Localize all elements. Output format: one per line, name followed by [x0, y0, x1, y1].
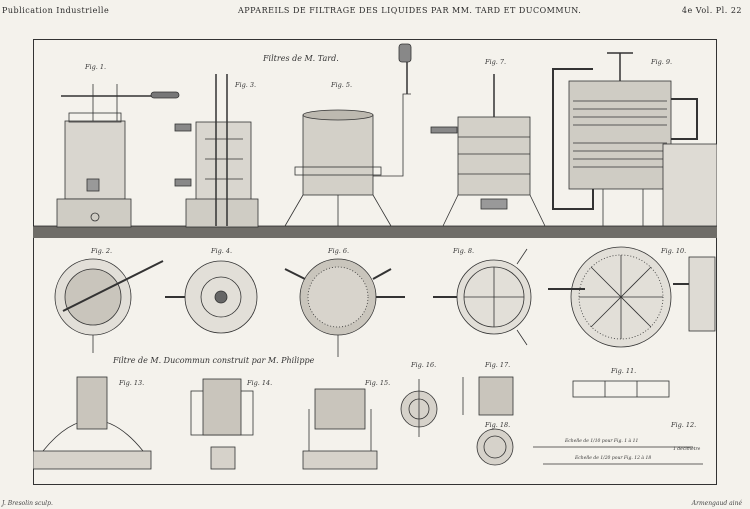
- label-fig3: Fig. 3.: [234, 81, 256, 89]
- header-left: Publication Industrielle: [2, 6, 110, 15]
- label-fig14: Fig. 14.: [246, 379, 272, 387]
- label-fig2: Fig. 2.: [90, 247, 112, 255]
- label-fig6: Fig. 6.: [327, 247, 349, 255]
- fig18-drawing: [476, 428, 514, 466]
- plate-frame: [33, 39, 717, 485]
- label-fig16: Fig. 16.: [410, 361, 436, 369]
- scale-label-b: Echelle de 1/20 pour Fig. 12 à 18: [574, 454, 651, 461]
- fig15-drawing: [302, 388, 378, 470]
- fig9-drawing: [552, 52, 717, 227]
- label-fig18: Fig. 18.: [484, 421, 510, 429]
- footer-author: Armengaud ainé: [691, 500, 742, 507]
- fig6-drawing: [284, 258, 405, 357]
- label-fig17: Fig. 17.: [484, 361, 510, 369]
- fig10-drawing: [548, 246, 716, 348]
- label-fig13: Fig. 13.: [118, 379, 144, 387]
- fig2-drawing: [54, 258, 164, 353]
- fig7-drawing: [430, 74, 546, 227]
- footer-engraver: J. Bresolin sculp.: [2, 500, 53, 507]
- fig4-drawing: [165, 260, 258, 334]
- fig8-drawing: [433, 248, 532, 346]
- ground-band: [33, 226, 717, 238]
- fig14-drawing: [190, 378, 254, 470]
- label-fig5: Fig. 5.: [330, 81, 352, 89]
- fig17-drawing: [462, 376, 514, 416]
- engraving-plate: Filtres de M. Tard.: [33, 39, 717, 485]
- label-fig12: Fig. 12.: [670, 421, 696, 429]
- label-fig10: Fig. 10.: [660, 247, 686, 255]
- label-fig15: Fig. 15.: [364, 379, 390, 387]
- fig5-drawing: [284, 43, 412, 227]
- fig11-drawing: [572, 380, 670, 398]
- label-fig11: Fig. 11.: [610, 367, 636, 375]
- label-fig4: Fig. 4.: [210, 247, 232, 255]
- fig13-drawing: [33, 376, 152, 470]
- fig3-drawing: [174, 74, 259, 228]
- title-ducommun: Filtre de M. Ducommun construit par M. P…: [112, 356, 315, 365]
- header-center: APPAREILS DE FILTRAGE DES LIQUIDES PAR M…: [238, 6, 582, 15]
- label-fig9: Fig. 9.: [650, 58, 672, 66]
- scale-unit: 1 decimetre: [673, 446, 701, 452]
- title-tard: Filtres de M. Tard.: [262, 54, 339, 63]
- label-fig7: Fig. 7.: [484, 58, 506, 66]
- fig16-drawing: [400, 379, 438, 437]
- label-fig1: Fig. 1.: [84, 63, 106, 71]
- scale-bars: [533, 446, 703, 465]
- fig1-drawing: [56, 84, 180, 228]
- scale-label-a: Echelle de 1/10 pour Fig. 1 à 11: [564, 437, 638, 444]
- label-fig8: Fig. 8.: [452, 247, 474, 255]
- header-right: 4e Vol. Pl. 22: [681, 6, 742, 15]
